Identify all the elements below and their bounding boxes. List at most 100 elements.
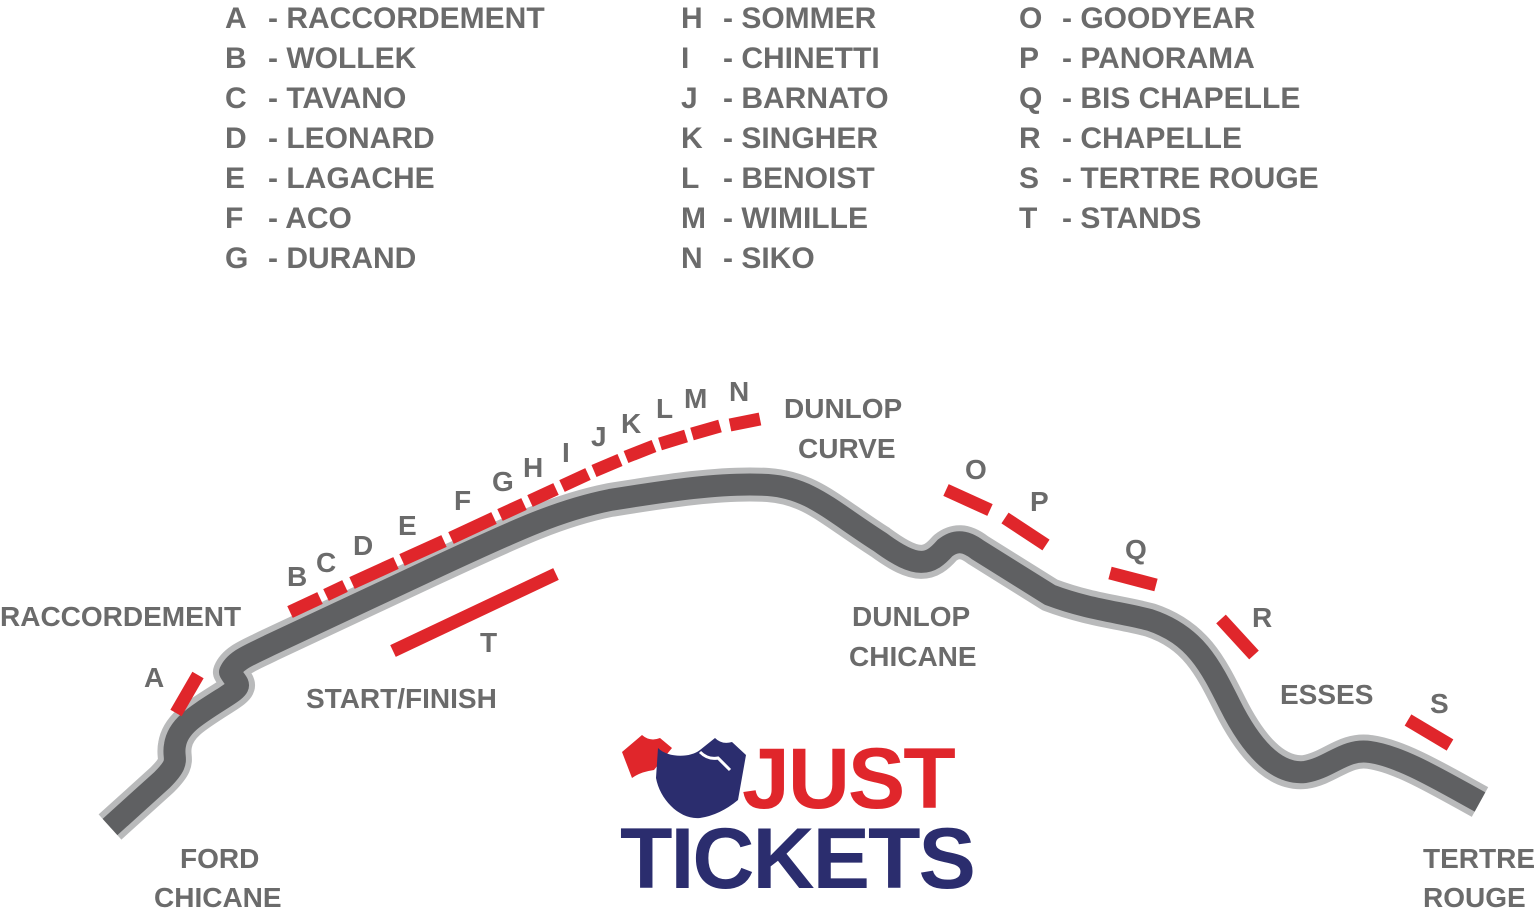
legend-code-n: N [681,242,703,275]
legend-name-k: - SINGHER [723,122,878,155]
legend-name-a: - RACCORDEMENT [268,2,545,35]
map-label-a: A [144,662,164,693]
legend-code-g: G [225,242,248,275]
race-track [98,467,1489,840]
map-label-j: J [591,421,607,452]
grandstand-f[interactable] [448,512,497,544]
map-label-h: H [523,452,543,483]
label-dunlop-curve-1: DUNLOP [784,393,902,424]
legend-code-t: T [1019,202,1037,235]
grandstand-k[interactable] [623,439,657,464]
grandstand-t[interactable] [390,568,559,657]
map-label-l: L [656,393,673,424]
map-label-b: B [287,561,307,592]
map-label-n: N [729,376,749,407]
legend-name-q: - BIS CHAPELLE [1062,82,1300,115]
section-labels: RACCORDEMENT START/FINISH DUNLOP CURVE D… [0,393,1535,913]
map-label-t: T [480,627,497,658]
map-label-m: M [684,383,707,414]
legend-code-h: H [681,2,703,35]
grandstand-j[interactable] [591,454,623,477]
grandstand-a[interactable] [170,671,204,717]
map-label-i: I [562,437,570,468]
legend-name-l: - BENOIST [723,162,875,195]
label-raccordement: RACCORDEMENT [0,601,241,632]
legend-name-h: - SOMMER [723,2,877,35]
label-esses: ESSES [1280,679,1373,710]
just-tickets-logo: JUST TICKETS [620,731,976,907]
map-label-q: Q [1125,534,1147,565]
grandstands [170,412,1454,751]
grandstand-p[interactable] [1001,512,1050,551]
label-dunlop-chicane-2: CHICANE [849,641,977,672]
map-label-c: C [316,547,336,578]
grandstand-e[interactable] [399,535,447,566]
grandstand-n[interactable] [728,412,762,432]
legend-code-j: J [681,82,698,115]
legend-name-r: - CHAPELLE [1062,122,1242,155]
legend-code-d: D [225,122,247,155]
grandstand-labels: A B C D E F G H I J K L M N O P Q R S T [144,376,1449,719]
logo-word-tickets: TICKETS [620,811,974,907]
legend-code-q: Q [1019,82,1042,115]
grandstand-s[interactable] [1404,714,1454,751]
grandstand-legend: A - RACCORDEMENT B - WOLLEK C - TAVANO D… [225,2,1319,275]
label-ford-chicane-2: CHICANE [154,882,282,913]
grandstand-d[interactable] [349,557,399,589]
legend-code-o: O [1019,2,1042,35]
grandstand-o[interactable] [943,484,993,516]
legend-code-e: E [225,162,245,195]
legend-name-b: - WOLLEK [268,42,417,75]
label-tertre-rouge-2: ROUGE [1423,882,1526,913]
legend-name-s: - TERTRE ROUGE [1062,162,1319,195]
map-label-s: S [1430,688,1449,719]
legend-code-p: P [1019,42,1039,75]
legend-name-f: - ACO [268,202,352,235]
legend-name-j: - BARNATO [723,82,889,115]
grandstand-h[interactable] [527,483,559,507]
label-dunlop-chicane-1: DUNLOP [852,601,970,632]
map-label-d: D [353,530,373,561]
legend-code-b: B [225,42,247,75]
map-label-p: P [1030,486,1049,517]
legend-name-e: - LAGACHE [268,162,435,195]
legend-code-k: K [681,122,703,155]
label-tertre-rouge-1: TERTRE [1423,843,1535,874]
legend-code-a: A [225,2,247,35]
legend-code-i: I [681,42,689,75]
legend-name-o: - GOODYEAR [1062,2,1256,35]
label-start-finish: START/FINISH [306,683,497,714]
legend-code-l: L [681,162,699,195]
map-label-g: G [492,466,514,497]
legend-name-d: - LEONARD [268,122,435,155]
grandstand-r[interactable] [1216,614,1259,660]
legend-code-r: R [1019,122,1041,155]
grandstand-c[interactable] [323,580,348,601]
legend-name-g: - DURAND [268,242,416,275]
legend-name-p: - PANORAMA [1062,42,1255,75]
map-label-e: E [398,510,417,541]
grandstand-m[interactable] [690,419,722,441]
legend-name-i: - CHINETTI [723,42,880,75]
grandstand-b[interactable] [287,592,323,618]
grandstand-q[interactable] [1108,566,1158,592]
map-label-o: O [965,454,987,485]
grandstand-g[interactable] [497,498,527,521]
legend-name-t: - STANDS [1062,202,1201,235]
legend-name-n: - SIKO [723,242,815,275]
legend-name-c: - TAVANO [268,82,406,115]
logo-word-just: JUST [742,731,955,827]
legend-code-f: F [225,202,243,235]
track-surface [102,473,1486,836]
grandstand-l[interactable] [658,429,688,451]
map-label-k: K [621,408,641,439]
legend-code-c: C [225,82,247,115]
ticket-icon [622,735,746,819]
label-dunlop-curve-2: CURVE [798,433,896,464]
label-ford-chicane-1: FORD [180,843,259,874]
legend-code-s: S [1019,162,1039,195]
map-label-f: F [454,485,471,516]
grandstand-i[interactable] [559,468,591,492]
legend-code-m: M [681,202,706,235]
